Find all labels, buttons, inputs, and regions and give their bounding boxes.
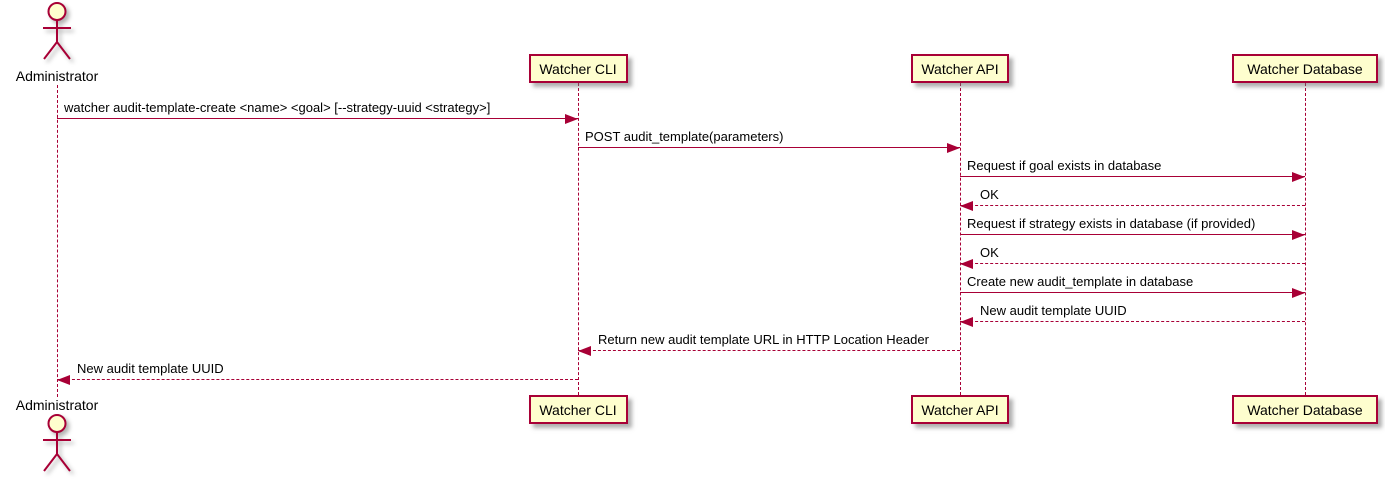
message-arrowhead-3	[960, 201, 973, 211]
message-arrowhead-4	[1292, 230, 1305, 240]
actor-figure-administrator	[34, 1, 80, 70]
participant-box-watcher-database-top: Watcher Database	[1232, 54, 1378, 83]
message-line-6	[960, 292, 1305, 293]
message-label-9: New audit template UUID	[77, 361, 224, 376]
participant-label-watcher-database-bottom: Watcher Database	[1247, 401, 1363, 418]
message-label-0: watcher audit-template-create <name> <go…	[64, 100, 491, 115]
message-arrowhead-1	[947, 143, 960, 153]
message-line-5	[960, 263, 1305, 264]
message-arrowhead-2	[1292, 172, 1305, 182]
actor-label-administrator: Administrator	[15, 68, 99, 84]
message-label-2: Request if goal exists in database	[967, 158, 1162, 173]
lifeline-watcher-cli	[578, 83, 579, 395]
message-arrowhead-0	[565, 114, 578, 124]
participant-label-watcher-api-top: Watcher API	[921, 60, 999, 77]
message-line-3	[960, 205, 1305, 206]
actor-label-administrator-bottom: Administrator	[15, 397, 99, 413]
participant-label-watcher-cli-bottom: Watcher CLI	[539, 401, 617, 418]
participant-label-watcher-cli-top: Watcher CLI	[539, 60, 617, 77]
message-arrowhead-5	[960, 259, 973, 269]
message-label-6: Create new audit_template in database	[967, 274, 1194, 289]
lifeline-watcher-database	[1305, 83, 1306, 395]
lifeline-administrator	[57, 85, 58, 397]
participant-label-watcher-database-top: Watcher Database	[1247, 60, 1363, 77]
message-line-4	[960, 234, 1305, 235]
message-arrowhead-7	[960, 317, 973, 327]
participant-box-watcher-database-bottom: Watcher Database	[1232, 395, 1378, 424]
participant-box-watcher-cli-bottom: Watcher CLI	[528, 395, 628, 424]
message-arrowhead-8	[578, 346, 591, 356]
message-label-1: POST audit_template(parameters)	[585, 129, 784, 144]
message-arrowhead-9	[57, 375, 70, 385]
participant-box-watcher-cli-top: Watcher CLI	[528, 54, 628, 83]
participant-label-watcher-api-bottom: Watcher API	[921, 401, 999, 418]
participant-box-watcher-api-top: Watcher API	[911, 54, 1009, 83]
message-line-0	[57, 118, 578, 119]
message-line-8	[578, 350, 960, 351]
message-line-2	[960, 176, 1305, 177]
message-arrowhead-6	[1292, 288, 1305, 298]
message-line-9	[57, 379, 578, 380]
lifeline-watcher-api	[960, 83, 961, 395]
message-label-7: New audit template UUID	[980, 303, 1127, 318]
message-label-4: Request if strategy exists in database (…	[967, 216, 1256, 231]
message-label-5: OK	[980, 245, 999, 260]
message-line-7	[960, 321, 1305, 322]
actor-figure-administrator-bottom	[34, 413, 80, 482]
participant-box-watcher-api-bottom: Watcher API	[911, 395, 1009, 424]
message-line-1	[578, 147, 960, 148]
message-label-8: Return new audit template URL in HTTP Lo…	[598, 332, 929, 347]
message-label-3: OK	[980, 187, 999, 202]
